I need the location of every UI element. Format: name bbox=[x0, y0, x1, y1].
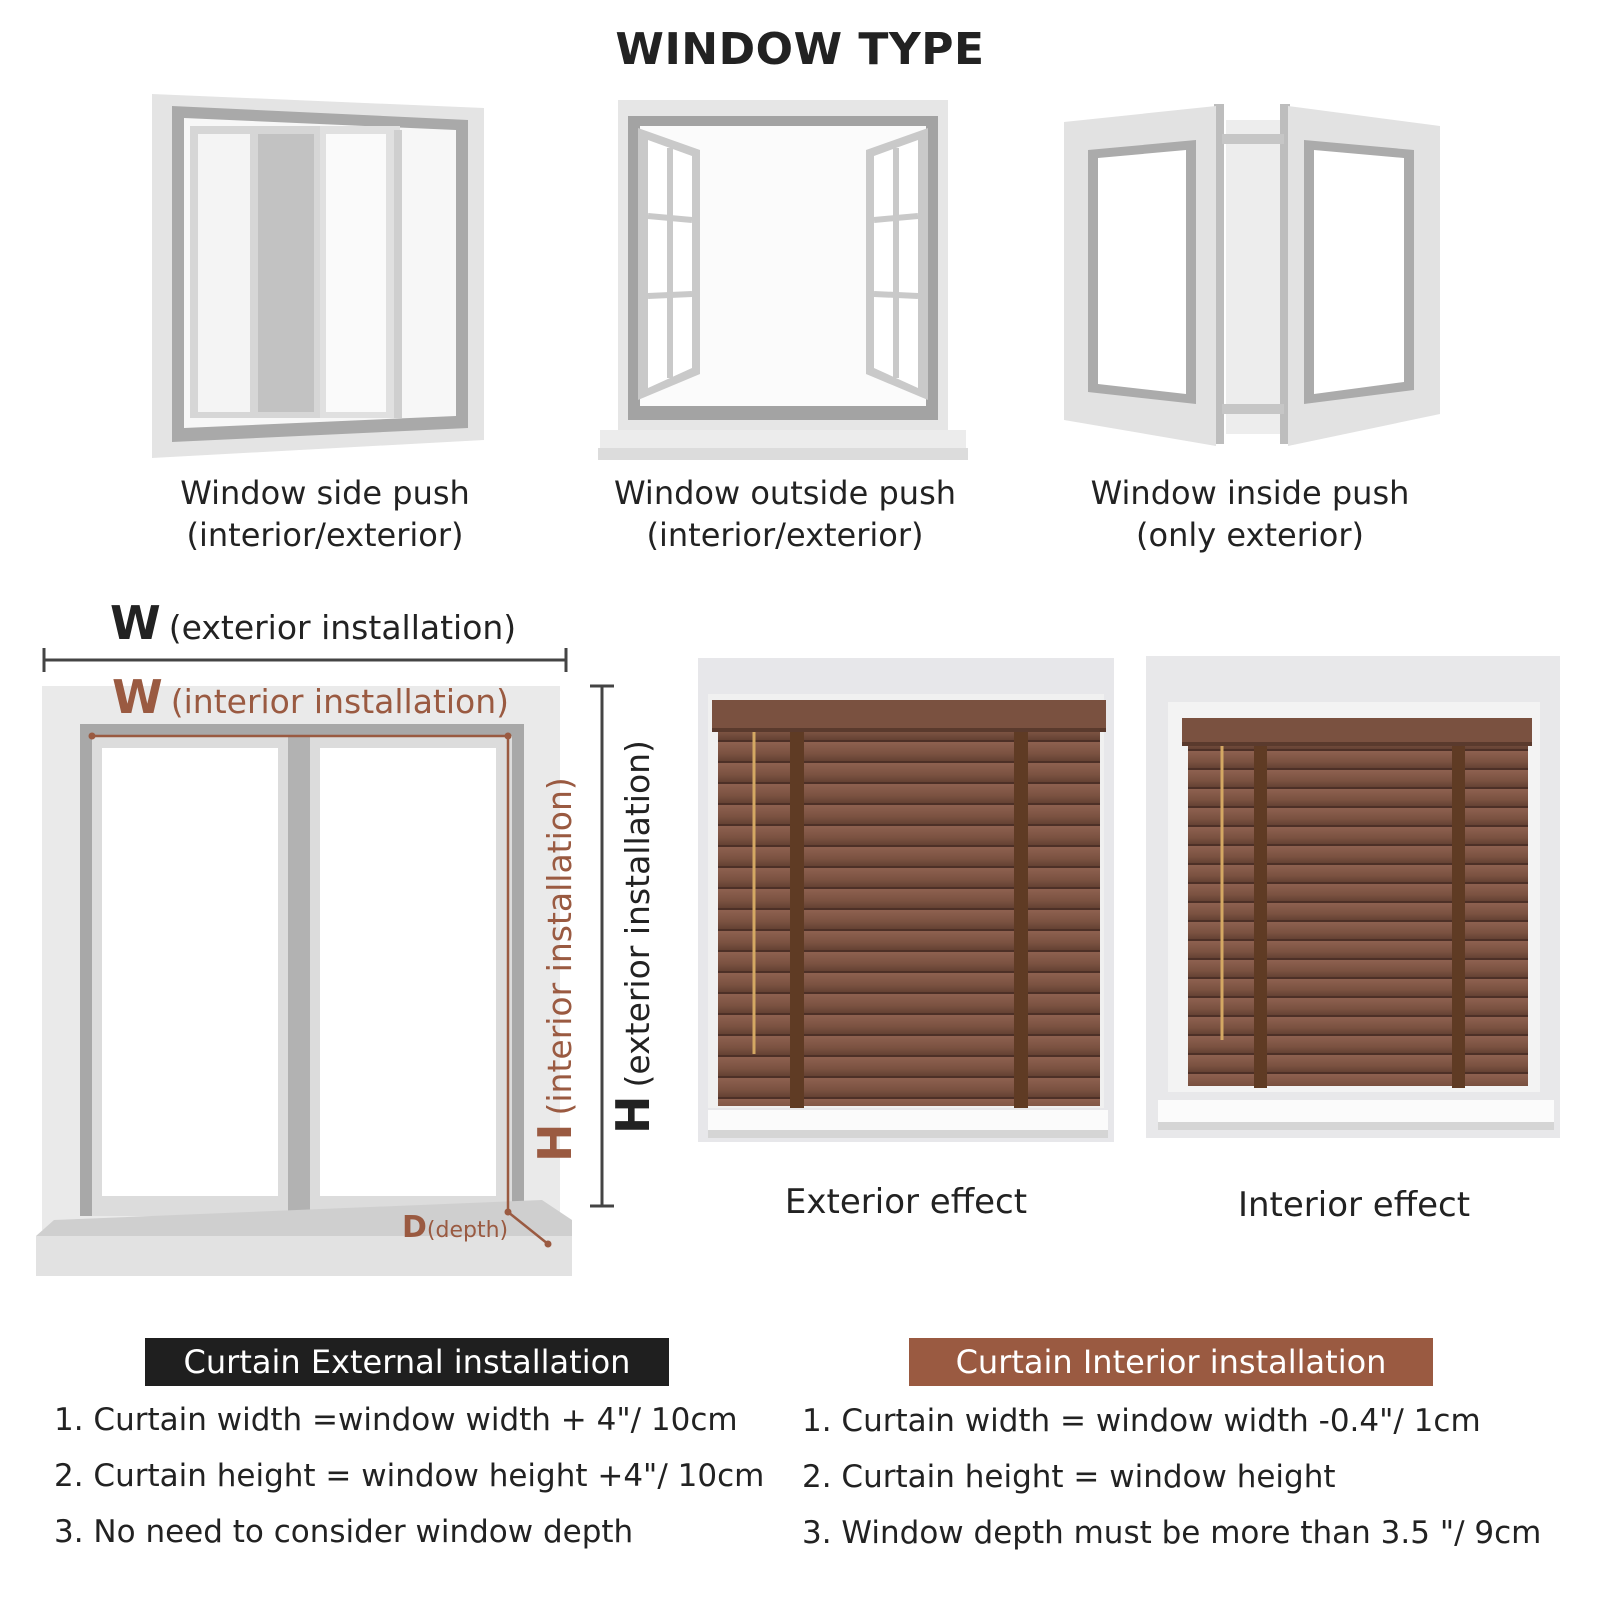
interior-installation-heading: Curtain Interior installation bbox=[909, 1338, 1433, 1386]
width-letter: W bbox=[112, 670, 163, 724]
depth-text: (depth) bbox=[426, 1218, 509, 1243]
rule-item: 3. Window depth must be more than 3.5 "/… bbox=[802, 1515, 1542, 1551]
interior-effect-blinds bbox=[1146, 656, 1560, 1138]
caption-line: (only exterior) bbox=[1136, 516, 1364, 554]
width-exterior-text: (exterior installation) bbox=[168, 608, 517, 647]
measurement-window-diagram bbox=[36, 648, 614, 1276]
outside-push-window-illustration bbox=[598, 100, 968, 460]
rule-item: 1. Curtain width = window width -0.4"/ 1… bbox=[802, 1403, 1481, 1439]
depth-label: D(depth) bbox=[402, 1210, 508, 1245]
external-installation-rules: 1. Curtain width =window width + 4"/ 10c… bbox=[54, 1392, 764, 1560]
height-interior-text: (interior installation) bbox=[540, 777, 579, 1116]
height-exterior-label: H (exterior installation) bbox=[606, 740, 660, 1134]
interior-installation-rules: 1. Curtain width = window width -0.4"/ 1… bbox=[802, 1393, 1541, 1561]
exterior-effect-blinds bbox=[698, 658, 1114, 1142]
caption-line: Window side push bbox=[180, 474, 470, 512]
page-title: WINDOW TYPE bbox=[615, 24, 985, 75]
caption-line: (interior/exterior) bbox=[186, 516, 464, 554]
height-letter: H bbox=[606, 1095, 660, 1135]
caption-line: (interior/exterior) bbox=[646, 516, 924, 554]
width-interior-label: W(interior installation) bbox=[112, 670, 509, 724]
height-interior-label: H (interior installation) bbox=[528, 777, 582, 1162]
height-letter: H bbox=[528, 1123, 582, 1163]
depth-letter: D bbox=[402, 1210, 427, 1245]
inside-push-window-illustration bbox=[1064, 104, 1440, 446]
outside-push-caption: Window outside push (interior/exterior) bbox=[595, 472, 975, 556]
rule-item: 3. No need to consider window depth bbox=[54, 1514, 634, 1550]
interior-effect-caption: Interior effect bbox=[1237, 1185, 1471, 1225]
external-installation-heading: Curtain External installation bbox=[145, 1338, 669, 1386]
caption-line: Window inside push bbox=[1090, 474, 1410, 512]
caption-line: Window outside push bbox=[613, 474, 957, 512]
inside-push-caption: Window inside push (only exterior) bbox=[1070, 472, 1430, 556]
exterior-effect-caption: Exterior effect bbox=[784, 1182, 1028, 1222]
rule-item: 1. Curtain width =window width + 4"/ 10c… bbox=[54, 1402, 738, 1438]
height-exterior-text: (exterior installation) bbox=[618, 740, 657, 1088]
width-interior-text: (interior installation) bbox=[170, 682, 510, 721]
rule-item: 2. Curtain height = window height +4"/ 1… bbox=[54, 1458, 765, 1494]
side-push-window-illustration bbox=[152, 94, 484, 458]
side-push-caption: Window side push (interior/exterior) bbox=[145, 472, 505, 556]
width-letter: W bbox=[110, 596, 161, 650]
rule-item: 2. Curtain height = window height bbox=[802, 1459, 1336, 1495]
width-exterior-label: W(exterior installation) bbox=[110, 596, 516, 650]
